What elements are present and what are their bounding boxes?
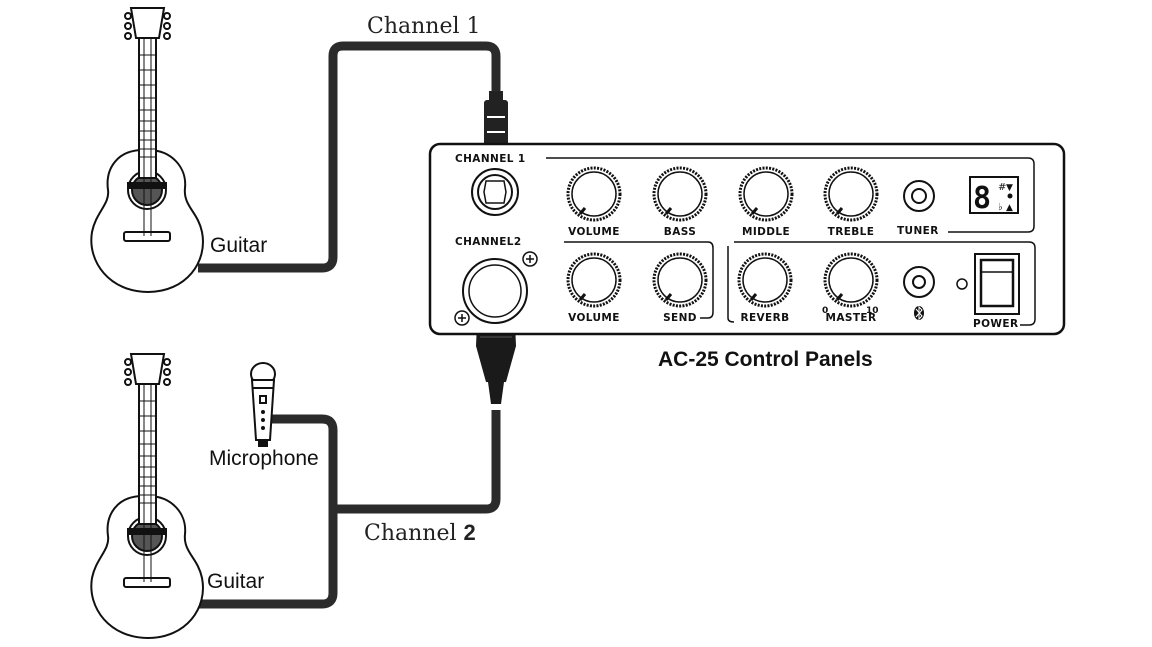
master-knob-pointer	[835, 293, 844, 301]
channel-2-combo-jack[interactable]	[454, 251, 538, 326]
tuner-label: TUNER	[897, 225, 939, 237]
reverb-knob-label: REVERB	[740, 312, 789, 324]
channel-2-caption-number: 2	[464, 520, 476, 545]
down-arrow-icon: ▼	[1006, 183, 1013, 193]
bass-knob-label: BASS	[664, 226, 696, 238]
bass-knob-pointer	[664, 207, 673, 215]
send-knob[interactable]: SEND	[652, 252, 708, 324]
channel-1-label: CHANNEL 1	[455, 153, 526, 165]
middle-knob-label: MIDDLE	[742, 226, 790, 238]
cable-channel-1	[198, 41, 501, 273]
sharp-symbol: #	[998, 182, 1006, 193]
volume-2-knob[interactable]: VOLUME	[566, 252, 622, 324]
up-arrow-icon: ▲	[1006, 203, 1013, 213]
channel-1-caption: Channel 1	[367, 14, 481, 39]
send-knob-pointer	[664, 293, 673, 301]
flat-symbol: ♭	[998, 202, 1003, 213]
bass-knob[interactable]: BASS	[652, 166, 708, 238]
reverb-knob-pointer	[749, 293, 758, 301]
middle-knob[interactable]: MIDDLE	[738, 166, 794, 238]
master-knob[interactable]: MASTER	[823, 252, 879, 324]
send-knob-label: SEND	[663, 312, 697, 324]
power-label: POWER	[973, 318, 1018, 330]
guitar-top-label: Guitar	[210, 234, 267, 257]
tuner-display: 8 # ▼ ♭ ▲	[969, 176, 1019, 216]
middle-knob-pointer	[750, 207, 759, 215]
volume-2-knob-label: VOLUME	[568, 312, 620, 324]
guitar-illustration-bottom	[90, 353, 204, 640]
guitar-illustration-top	[90, 7, 204, 294]
power-switch[interactable]	[974, 253, 1020, 315]
guitar-bottom-label: Guitar	[207, 570, 264, 593]
reverb-knob[interactable]: REVERB	[737, 252, 793, 324]
volume-2-knob-pointer	[578, 293, 587, 301]
channel-2-caption-prefix: Channel	[364, 521, 464, 546]
volume-1-knob-label: VOLUME	[568, 226, 620, 238]
channel-2-label: CHANNEL2	[455, 236, 522, 248]
master-max-label: 10	[866, 306, 879, 316]
tuner-button[interactable]	[903, 180, 935, 212]
treble-knob[interactable]: TREBLE	[823, 166, 879, 238]
power-led	[956, 278, 968, 290]
channel-1-input-jack[interactable]	[471, 168, 519, 216]
tuner-digit: 8	[973, 181, 991, 216]
treble-knob-label: TREBLE	[828, 226, 875, 238]
microphone-label: Microphone	[209, 447, 319, 470]
treble-knob-pointer	[835, 207, 844, 215]
cable-channel-2	[198, 410, 501, 609]
master-knob-label: MASTER	[826, 312, 877, 324]
control-panel: CHANNEL 1 CHANNEL2 VOLUME BASS MIDDLE TREBL…	[428, 142, 1066, 336]
panel-title: AC-25 Control Panels	[658, 348, 873, 371]
volume-1-knob-pointer	[578, 207, 587, 215]
bluetooth-icon	[914, 305, 924, 321]
volume-1-knob[interactable]: VOLUME	[566, 166, 622, 238]
aux-jack[interactable]	[903, 266, 935, 298]
master-min-label: 0	[822, 306, 828, 316]
microphone-icon	[250, 362, 276, 447]
channel-2-caption: Channel 2	[364, 520, 476, 546]
